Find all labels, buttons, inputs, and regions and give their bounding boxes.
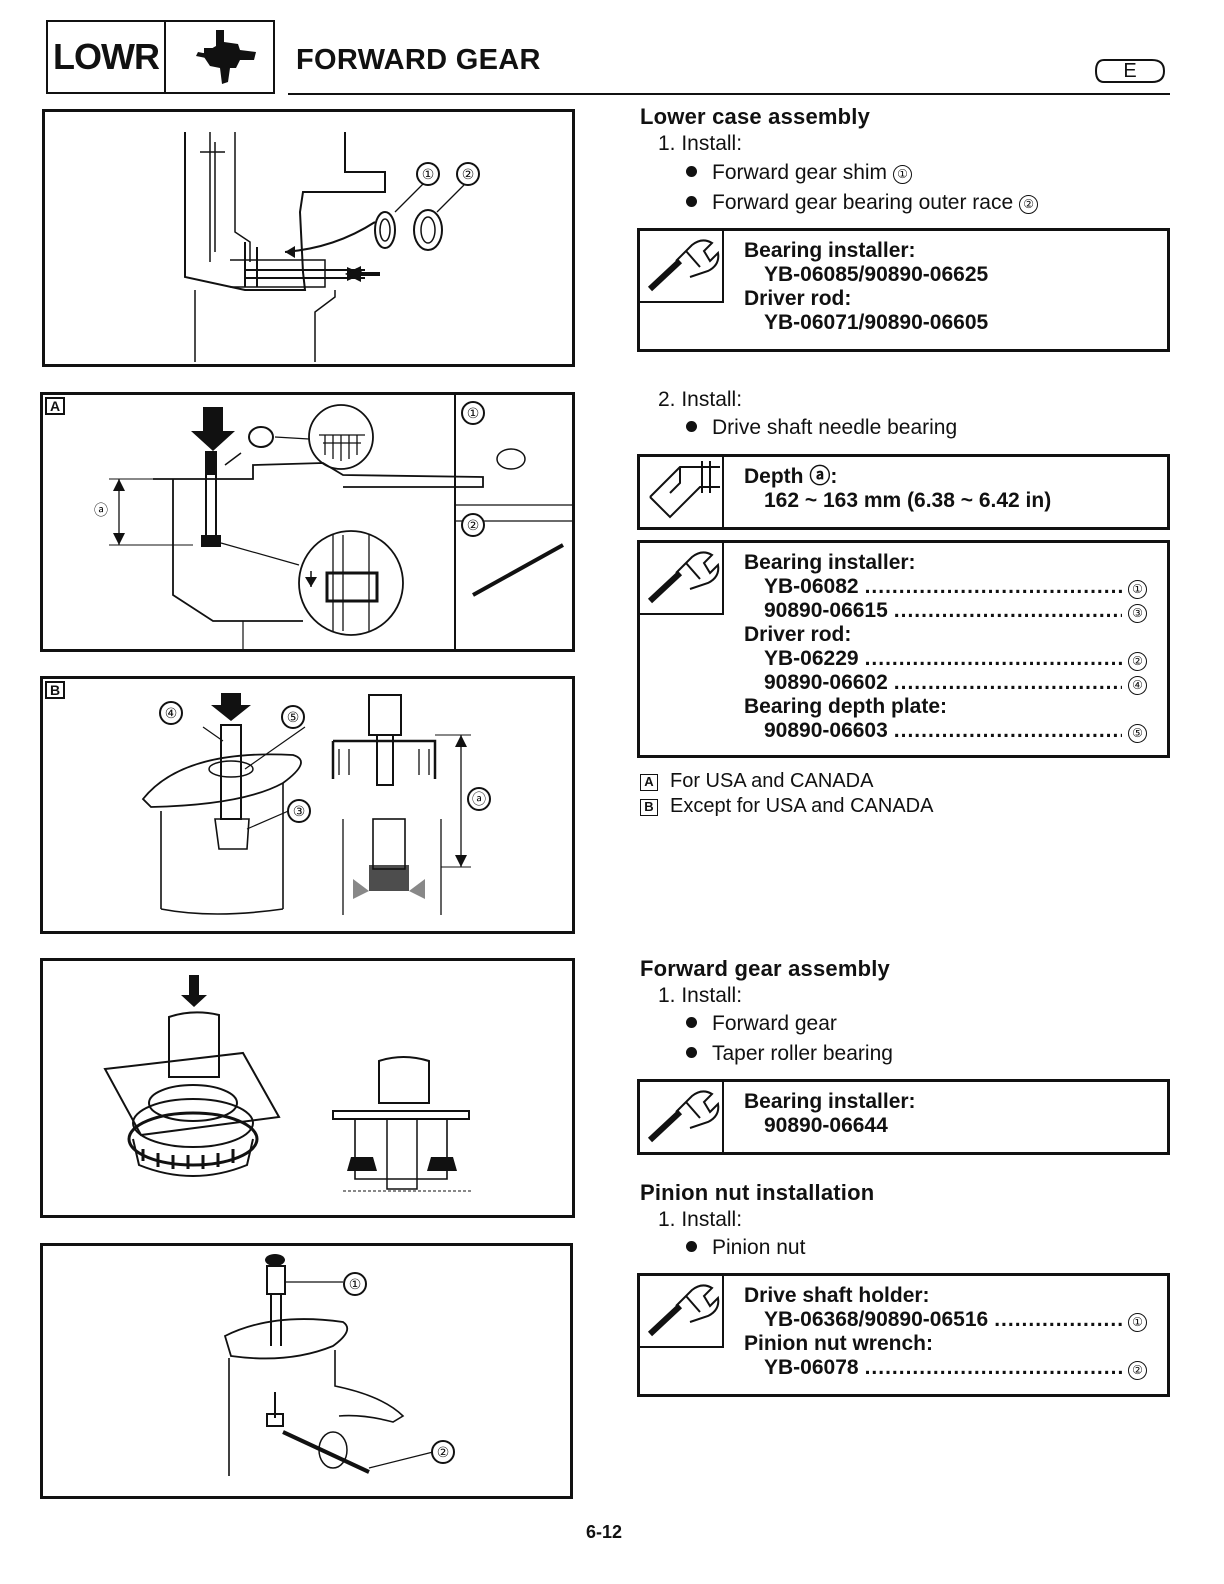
bullet-icon [686,1241,697,1252]
tool-list: Bearing installer: YB-06082① 90890-06615… [744,551,1147,743]
tool-box-pinion-nut: Drive shaft holder: YB-06368/90890-06516… [637,1273,1170,1397]
forward-gear-item-2: Taper roller bearing [686,1042,893,1066]
pinion-nut-illustration [223,1254,434,1476]
callout-2: ② [431,1440,455,1464]
tool-list: Bearing installer: YB-06085/90890-06625 … [744,239,1147,335]
tool-list: Bearing installer: 90890-06644 [744,1090,1147,1138]
figure-tag-a: A [45,397,65,415]
tool-label: Driver rod: [744,287,852,310]
tool-label: Drive shaft holder: [744,1284,930,1307]
bullet-icon [686,196,697,207]
callout-1: ① [343,1272,367,1296]
lower-case-step-1: 1. Install: [658,132,743,155]
figure-needle-bearing-other: B ④ ⑤ ③ ⓐ [40,676,575,934]
figure-forward-gear-shim: ① ② [42,109,575,367]
figure-tag-b: B [45,681,65,699]
special-tool-icon [640,1082,724,1152]
section-code: LOWR [48,22,166,92]
dimension-a-label: ⓐ [89,500,113,524]
lower-case-illustration [184,132,466,362]
header-rule [288,93,1170,95]
lower-case-step-2: 2. Install: [658,388,743,411]
depth-plate-illustration [141,693,471,915]
callout-5: ⑤ [281,705,305,729]
tool-label: Bearing installer: [744,551,916,574]
pinion-nut-installation-title: Pinion nut installation [640,1180,875,1205]
forward-gear-item-1: Forward gear [686,1012,837,1036]
special-tool-icon [640,231,724,303]
tool-row: YB-06229② [744,647,1147,671]
special-tool-icon [640,1276,724,1348]
tool-row: 90890-06602④ [744,671,1147,695]
tool-label: Pinion nut wrench: [744,1332,933,1355]
callout-3: ③ [287,799,311,823]
tool-box-step-1: Bearing installer: YB-06085/90890-06625 … [637,228,1170,352]
tool-label: Bearing depth plate: [744,695,948,718]
forward-gear-assembly-title: Forward gear assembly [640,956,890,981]
tool-part-number: YB-06085/90890-06625 [764,263,989,286]
lower-case-step-2-item-1: Drive shaft needle bearing [686,416,957,440]
forward-gear-step-1: 1. Install: [658,984,743,1007]
caliper-icon [640,457,724,527]
language-badge-outline [1094,59,1166,83]
special-tool-icon [640,543,724,615]
bullet-icon [686,1047,697,1058]
page-number: 6-12 [586,1522,623,1542]
depth-value: 162 ~ 163 mm (6.38 ~ 6.42 in) [764,489,1052,512]
needle-bearing-illustration [109,395,572,649]
section-badge: LOWR [46,20,275,94]
callout-1: ① [461,401,485,425]
language-badge: E [1123,60,1137,82]
tool-row: YB-06078② [744,1356,1147,1380]
forward-gear-press-illustration [103,975,471,1192]
tool-list: Drive shaft holder: YB-06368/90890-06516… [744,1284,1147,1380]
figure-pinion-nut: ① ② [40,1243,573,1499]
bullet-icon [686,166,697,177]
tool-part-number: 90890-06644 [764,1114,888,1137]
callout-2: ② [461,513,485,537]
page-title: FORWARD GEAR [296,44,541,76]
depth-label: Depth ⓐ: [744,465,838,488]
pinion-nut-item-1: Pinion nut [686,1236,805,1260]
lower-unit-icon [168,24,272,90]
tool-part-number: YB-06071/90890-06605 [764,311,989,334]
tool-box-forward-gear: Bearing installer: 90890-06644 [637,1079,1170,1155]
callout-2: ② [456,162,480,186]
figure-needle-bearing-usa: A ⓐ ① ② [40,392,575,652]
bullet-icon [686,1017,697,1028]
tool-row: 90890-06615③ [744,599,1147,623]
depth-box: Depth ⓐ: 162 ~ 163 mm (6.38 ~ 6.42 in) [637,454,1170,530]
tool-row: YB-06082① [744,575,1147,599]
tool-row: 90890-06603⑤ [744,719,1147,743]
pinion-nut-step-1: 1. Install: [658,1208,743,1231]
tool-label: Driver rod: [744,623,852,646]
tool-row: YB-06368/90890-06516① [744,1308,1147,1332]
bullet-icon [686,421,697,432]
dimension-a-label: ⓐ [467,787,491,811]
callout-1: ① [416,162,440,186]
tool-label: Bearing installer: [744,239,916,262]
lower-case-assembly-title: Lower case assembly [640,104,871,129]
callout-4: ④ [159,701,183,725]
tool-label: Bearing installer: [744,1090,916,1113]
figure-taper-roller-bearing [40,958,575,1218]
tool-box-step-2: Bearing installer: YB-06082① 90890-06615… [637,540,1170,758]
